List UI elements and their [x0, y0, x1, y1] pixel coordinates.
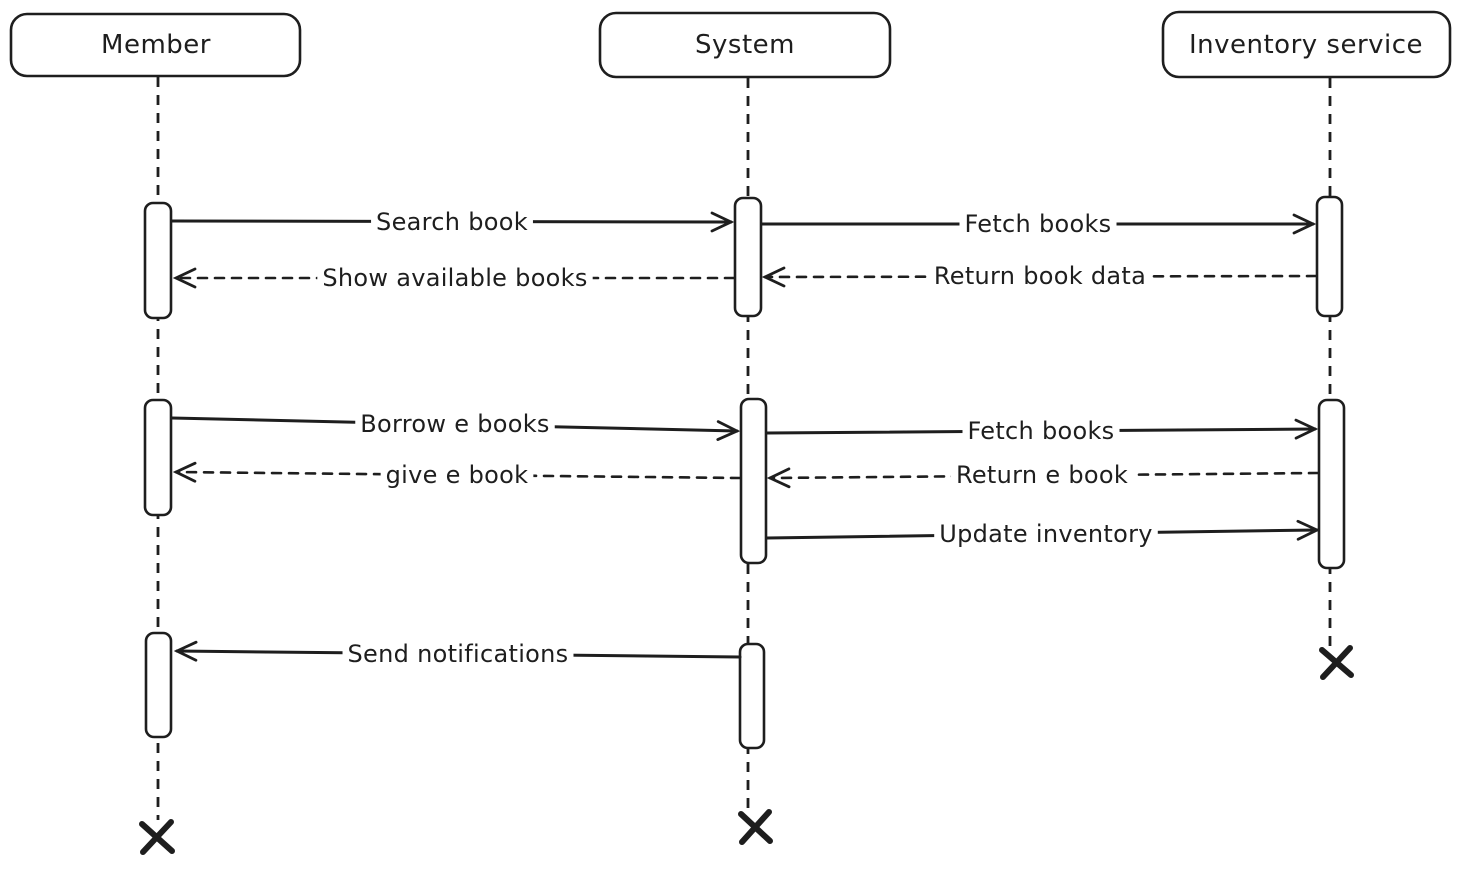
activation-member-2: [143, 398, 173, 517]
message-label: Fetch books: [967, 417, 1114, 445]
message-label: Search book: [376, 208, 528, 236]
destroy-x-icon-inventory: [1319, 645, 1354, 680]
message-label: Return book data: [934, 262, 1146, 290]
message-label: Show available books: [322, 264, 587, 292]
message-label-bg: [342, 642, 574, 666]
message-label: Update inventory: [939, 520, 1153, 548]
message-give-e-book: give e book: [176, 461, 742, 489]
message-label-bg: [317, 266, 593, 290]
message-label-bg: [934, 522, 1158, 546]
actor-inventory-box: [1161, 10, 1452, 79]
activation-member-3: [144, 631, 173, 739]
message-return-book-data: Return book data: [765, 262, 1318, 290]
message-label-bg: [950, 463, 1134, 487]
activation-system-1: [733, 196, 763, 318]
message-label: give e book: [386, 461, 529, 489]
message-label: Fetch books: [964, 210, 1111, 238]
message-label-bg: [371, 210, 533, 234]
message-fetch-books-1: Fetch books: [760, 210, 1313, 238]
message-search-book: Search book: [170, 208, 731, 236]
activation-system-3: [738, 642, 766, 750]
actor-member-box: [9, 12, 302, 78]
message-send-notifications: Send notifications: [177, 640, 742, 668]
message-show-available-books: Show available books: [176, 264, 736, 292]
destroy-x-icon-member: [139, 819, 175, 855]
message-update-inventory: Update inventory: [765, 520, 1317, 548]
message-label-bg: [355, 412, 555, 436]
actor-member: Member: [9, 12, 302, 78]
activation-system-2: [739, 397, 768, 565]
actor-system-box: [598, 11, 892, 79]
activation-inventory-1: [1315, 195, 1344, 318]
activation-inventory-2: [1317, 398, 1346, 570]
actor-system-label: System: [695, 30, 795, 60]
message-borrow-e-books: Borrow e books: [170, 410, 737, 438]
actor-member-label: Member: [101, 30, 211, 60]
message-label: Borrow e books: [360, 410, 549, 438]
destroy-x-icon-system: [738, 809, 773, 845]
message-label-bg: [380, 463, 534, 487]
message-label: Send notifications: [348, 640, 569, 668]
message-label-bg: [928, 264, 1152, 288]
actor-system: System: [598, 11, 892, 79]
message-fetch-books-2: Fetch books: [765, 417, 1315, 445]
message-return-e-book: Return e book: [770, 461, 1320, 489]
activation-member-1: [143, 201, 173, 320]
message-label-bg: [959, 212, 1117, 236]
actor-inventory: Inventory service: [1161, 10, 1452, 79]
actor-inventory-label: Inventory service: [1189, 30, 1423, 60]
message-label: Return e book: [956, 461, 1128, 489]
message-label-bg: [962, 419, 1120, 443]
